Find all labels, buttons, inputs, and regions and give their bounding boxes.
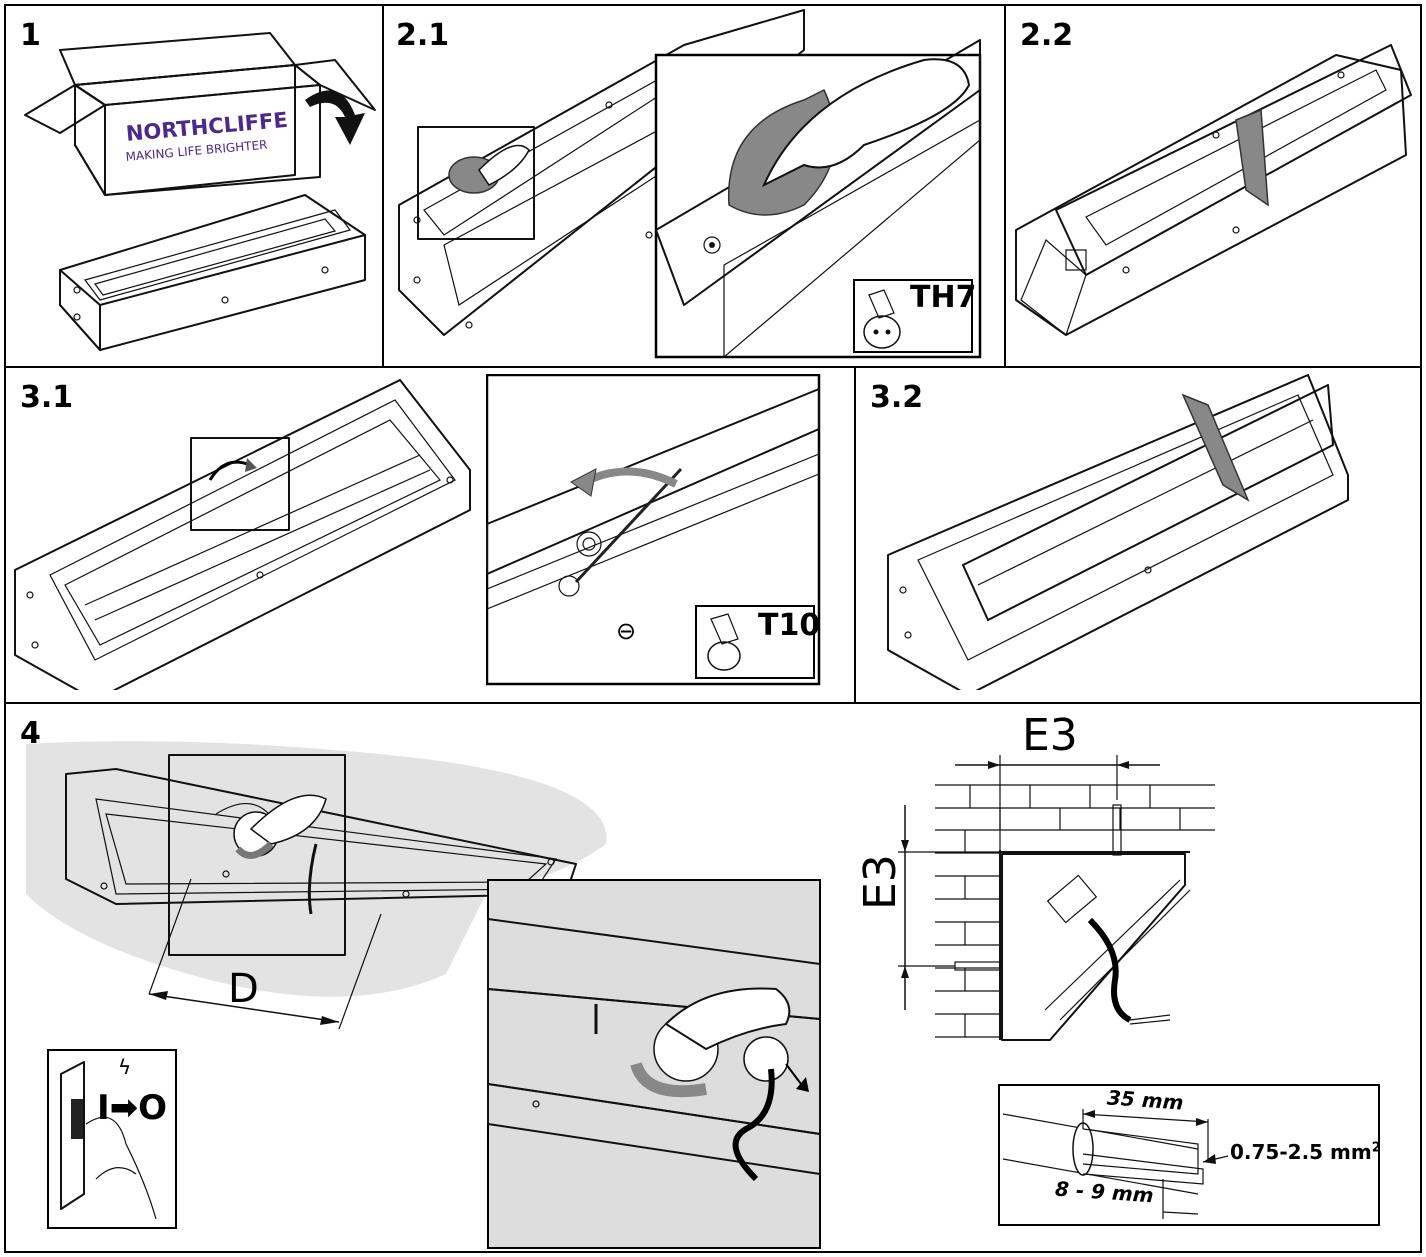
step-label-3-1: 3.1 xyxy=(20,380,74,415)
tool-badge-t10: T10 xyxy=(758,608,821,643)
dimension-e3-top: E3 xyxy=(1022,710,1078,761)
cable-strip-drawing xyxy=(998,1084,1380,1226)
step-label-1: 1 xyxy=(20,18,41,53)
panel-2-2-illustration xyxy=(1015,44,1412,336)
panel-3-2-illustration xyxy=(887,374,1349,690)
power-switch-off-icon: I➡O xyxy=(97,1088,168,1128)
tool-badge-th7: TH7 xyxy=(910,280,977,315)
wire-section-value: 0.75-2.5 mm xyxy=(1230,1140,1372,1164)
lightning-icon: ϟ xyxy=(118,1055,132,1079)
dimension-e3-side: E3 xyxy=(855,854,906,910)
step-label-3-2: 3.2 xyxy=(870,380,924,415)
panel-3-1-detail: ⊖ xyxy=(486,374,821,686)
svg-text:⊖: ⊖ xyxy=(616,617,636,645)
panel-4-illustration xyxy=(26,741,821,1249)
step-label-4: 4 xyxy=(20,716,41,751)
wire-section-exponent: 2 xyxy=(1371,1140,1381,1156)
wire-section-label: 0.75-2.5 mm2 xyxy=(1230,1140,1381,1164)
step-label-2-1: 2.1 xyxy=(396,18,450,53)
step-label-2-2: 2.2 xyxy=(1020,18,1074,53)
e3-section-drawing xyxy=(898,755,1215,1041)
panel-3-1-illustration xyxy=(14,379,471,690)
panel-1-illustration xyxy=(24,32,376,351)
panel-2-1-illustration xyxy=(398,9,982,359)
dimension-d: D xyxy=(228,966,259,1012)
